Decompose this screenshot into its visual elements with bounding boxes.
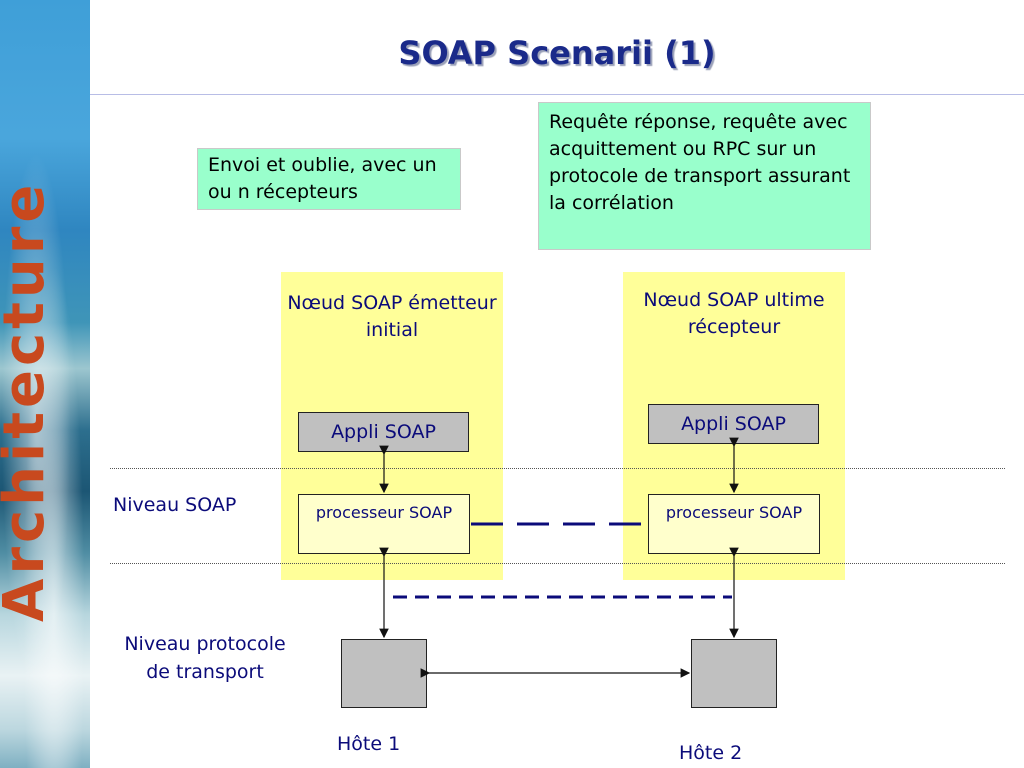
receiver-processor-box: processeur SOAP xyxy=(648,494,820,554)
host2-box xyxy=(691,639,777,708)
host1-label: Hôte 1 xyxy=(337,733,401,755)
sender-appli-box: Appli SOAP xyxy=(298,412,469,452)
soap-level-label: Niveau SOAP xyxy=(113,494,237,516)
transport-level-label: Niveau protocole de transport xyxy=(124,633,286,683)
title-divider xyxy=(90,94,1024,95)
note-fire-and-forget: Envoi et oublie, avec un ou n récepteurs xyxy=(197,148,461,210)
soap-level-bottom-line xyxy=(110,563,1005,564)
receiver-appli-box: Appli SOAP xyxy=(648,404,819,444)
sidebar-ocean-banner: Architecture xyxy=(0,0,90,768)
receiver-node-title: Nœud SOAP ultime récepteur xyxy=(643,289,825,338)
host2-label: Hôte 2 xyxy=(679,742,743,764)
sender-node-title: Nœud SOAP émetteur initial xyxy=(287,292,497,341)
note-request-response: Requête réponse, requête avec acquitteme… xyxy=(538,102,871,250)
sender-processor-box: processeur SOAP xyxy=(298,494,470,554)
soap-level-top-line xyxy=(110,468,1005,469)
slide-title: SOAP Scenarii (1) xyxy=(398,34,716,72)
